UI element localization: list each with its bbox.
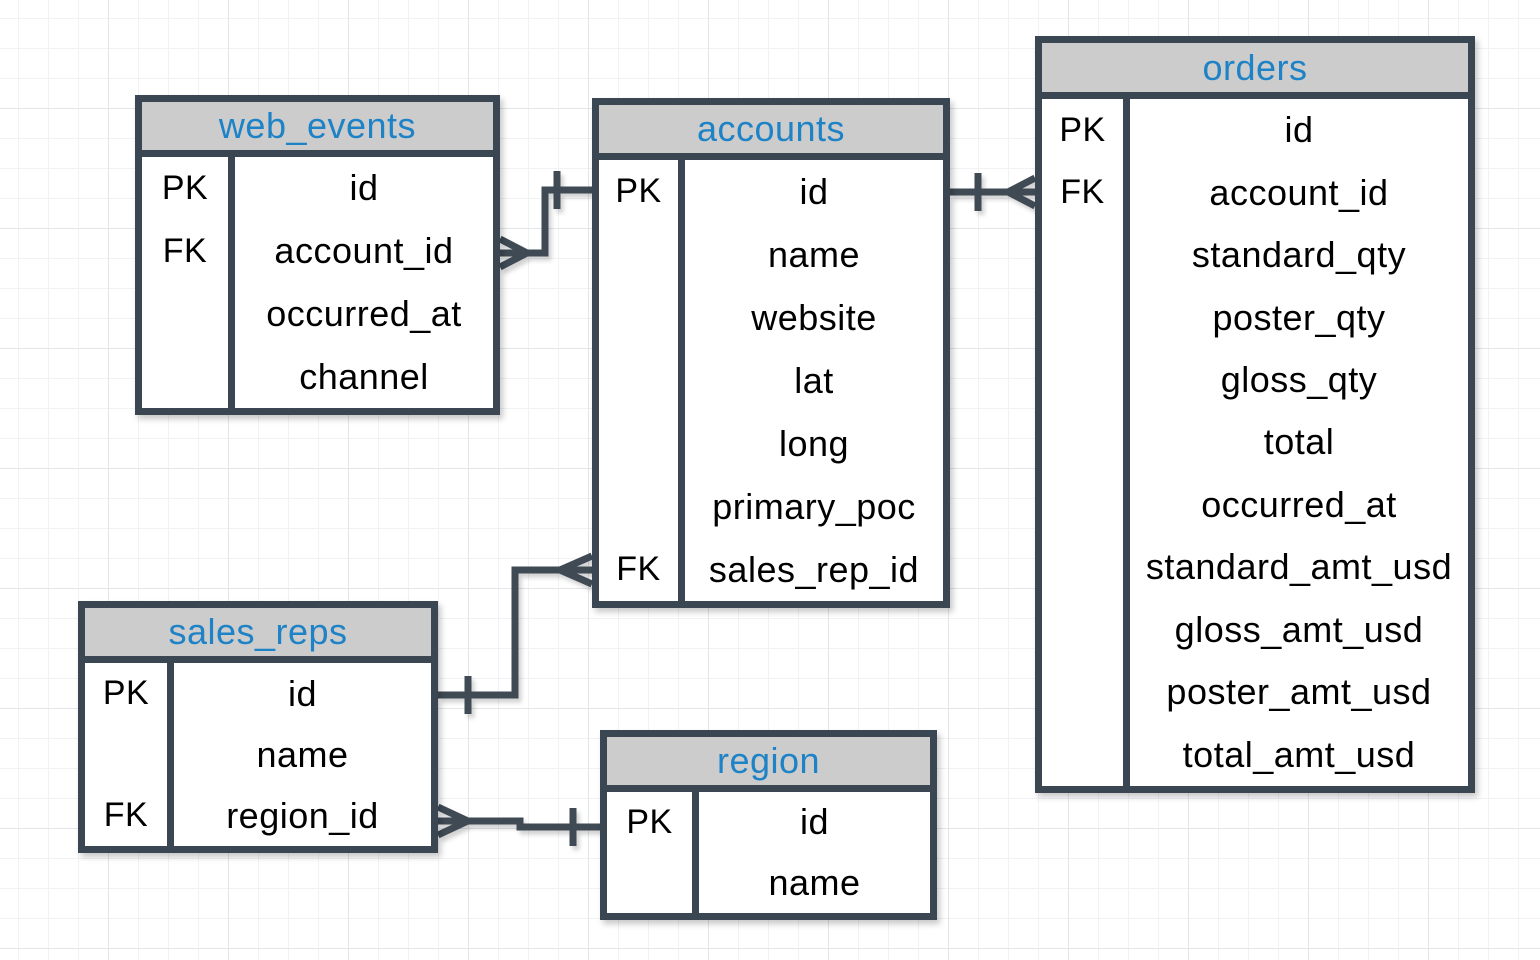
key-column: PK FK <box>85 663 174 846</box>
key-cell-accounts-lat[interactable] <box>599 349 678 412</box>
key-cell-orders-gloss_amt_usd[interactable] <box>1042 599 1123 661</box>
table-body: PK id name <box>607 792 930 913</box>
relationship-orders-account_id-to-accounts-id[interactable] <box>950 173 1037 211</box>
key-cell-web_events-account_id[interactable]: FK <box>162 231 208 270</box>
key-cell-web_events-id[interactable]: PK <box>161 168 209 207</box>
field-cell-orders-account_id[interactable]: account_id <box>1209 171 1389 213</box>
table-title-sales_reps[interactable]: sales_reps <box>85 608 431 663</box>
field-cell-orders-total_amt_usd[interactable]: total_amt_usd <box>1182 733 1416 775</box>
key-cell-accounts-sales_rep_id[interactable]: FK <box>616 550 661 588</box>
key-cell-accounts-long[interactable] <box>599 412 678 475</box>
field-cell-web_events-channel[interactable]: channel <box>299 355 429 397</box>
field-cell-web_events-account_id[interactable]: account_id <box>274 230 454 272</box>
table-title-region[interactable]: region <box>607 737 930 792</box>
field-cell-orders-poster_qty[interactable]: poster_qty <box>1212 296 1386 338</box>
key-column: PK <box>607 792 699 913</box>
entity-table-region[interactable]: region PK id name <box>600 730 937 920</box>
field-cell-sales_reps-name[interactable]: name <box>256 733 349 775</box>
key-cell-orders-gloss_qty[interactable] <box>1042 349 1123 411</box>
key-cell-orders-occurred_at[interactable] <box>1042 474 1123 536</box>
key-cell-orders-standard_qty[interactable] <box>1042 224 1123 286</box>
field-column: id name <box>699 792 930 913</box>
field-cell-accounts-lat[interactable]: lat <box>794 359 834 401</box>
relationship-web_events-account_id-to-accounts-id[interactable] <box>498 171 592 271</box>
field-cell-accounts-primary_poc[interactable]: primary_poc <box>712 485 916 527</box>
table-title-accounts[interactable]: accounts <box>599 105 943 160</box>
entity-table-accounts[interactable]: accounts PK FK id name website lat long primar… <box>592 98 950 608</box>
field-cell-orders-total[interactable]: total <box>1263 421 1335 463</box>
field-cell-sales_reps-id[interactable]: id <box>287 672 318 714</box>
key-cell-web_events-channel[interactable] <box>142 345 228 408</box>
key-cell-orders-account_id[interactable]: FK <box>1060 173 1105 212</box>
field-column: id account_id standard_qty poster_qty gloss_… <box>1130 99 1468 786</box>
key-column: PK FK <box>142 157 235 408</box>
field-cell-web_events-id[interactable]: id <box>349 167 379 209</box>
field-cell-accounts-id[interactable]: id <box>799 170 829 212</box>
field-cell-accounts-long[interactable]: long <box>778 422 850 464</box>
connector-line[interactable] <box>527 186 592 257</box>
field-cell-web_events-occurred_at[interactable]: occurred_at <box>266 292 462 334</box>
connector-line[interactable] <box>468 817 600 831</box>
entity-table-sales_reps[interactable]: sales_reps PK FK id name region_id <box>78 601 438 853</box>
field-cell-orders-id[interactable]: id <box>1284 109 1314 151</box>
key-cell-orders-total[interactable] <box>1042 411 1123 473</box>
field-cell-region-name[interactable]: name <box>768 861 861 903</box>
field-cell-orders-poster_amt_usd[interactable]: poster_amt_usd <box>1166 671 1432 713</box>
table-title-web_events[interactable]: web_events <box>142 102 493 157</box>
crow-foot-many-icon <box>498 249 529 271</box>
field-cell-accounts-sales_rep_id[interactable]: sales_rep_id <box>708 548 920 590</box>
key-cell-sales_reps-id[interactable]: PK <box>102 674 150 712</box>
crow-foot-many-icon <box>436 817 470 839</box>
field-cell-region-id[interactable]: id <box>799 801 830 843</box>
field-cell-sales_reps-region_id[interactable]: region_id <box>226 794 379 836</box>
key-cell-region-id[interactable]: PK <box>626 802 673 841</box>
connector-line[interactable] <box>438 566 560 699</box>
key-cell-accounts-name[interactable] <box>599 223 678 286</box>
field-cell-orders-gloss_amt_usd[interactable]: gloss_amt_usd <box>1174 608 1424 650</box>
field-cell-accounts-website[interactable]: website <box>751 296 877 338</box>
relationship-sales_reps-region_id-to-region-id[interactable] <box>436 803 600 846</box>
crow-foot-many-icon <box>558 566 594 588</box>
key-column: PK FK <box>1042 99 1130 786</box>
crow-foot-many-icon <box>1006 188 1037 210</box>
field-cell-orders-occurred_at[interactable]: occurred_at <box>1201 483 1397 525</box>
key-cell-region-name[interactable] <box>607 853 692 914</box>
key-cell-orders-id[interactable]: PK <box>1059 110 1106 149</box>
field-cell-orders-gloss_qty[interactable]: gloss_qty <box>1220 359 1378 401</box>
key-cell-accounts-website[interactable] <box>599 286 678 349</box>
key-cell-orders-total_amt_usd[interactable] <box>1042 724 1123 786</box>
table-body: PK FK id name region_id <box>85 663 431 846</box>
key-cell-orders-poster_amt_usd[interactable] <box>1042 661 1123 723</box>
field-column: id name website lat long primary_poc sales_rep… <box>685 160 943 601</box>
key-cell-accounts-id[interactable]: PK <box>615 172 662 210</box>
relationship-accounts-sales_rep_id-to-sales_reps-id[interactable] <box>438 552 594 714</box>
key-cell-sales_reps-region_id[interactable]: FK <box>103 796 149 834</box>
key-cell-orders-standard_amt_usd[interactable] <box>1042 536 1123 598</box>
key-cell-accounts-primary_poc[interactable] <box>599 475 678 538</box>
field-cell-orders-standard_qty[interactable]: standard_qty <box>1191 234 1407 276</box>
key-cell-sales_reps-name[interactable] <box>85 724 167 785</box>
key-cell-orders-poster_qty[interactable] <box>1042 286 1123 348</box>
field-column: id name region_id <box>174 663 431 846</box>
key-cell-web_events-occurred_at[interactable] <box>142 283 228 346</box>
field-cell-orders-standard_amt_usd[interactable]: standard_amt_usd <box>1145 546 1453 588</box>
field-cell-accounts-name[interactable]: name <box>767 233 861 275</box>
key-column: PK FK <box>599 160 685 601</box>
table-title-orders[interactable]: orders <box>1042 43 1468 99</box>
